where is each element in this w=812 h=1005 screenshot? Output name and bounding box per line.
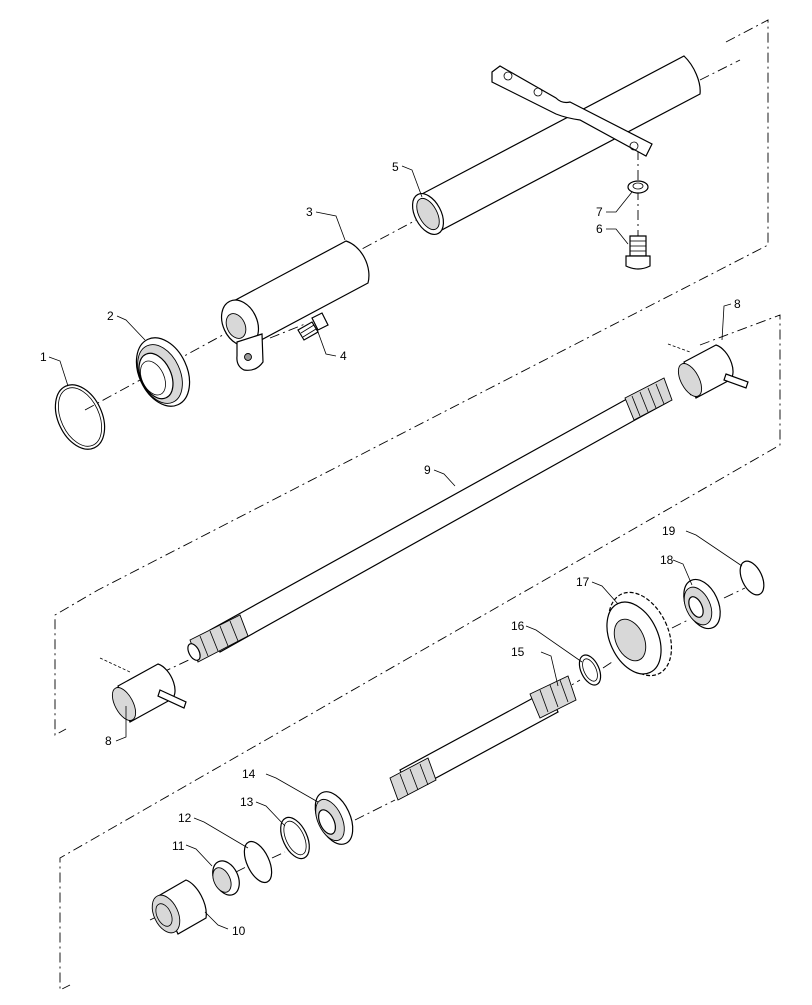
callout-9: 9 [424,463,431,477]
part-8-coupler-bottom [99,657,187,723]
callout-12: 12 [178,811,192,825]
callout-14: 14 [242,767,256,781]
callout-8-top: 8 [734,297,741,311]
callout-3: 3 [306,205,313,219]
part-8-coupler-top [667,343,749,399]
callout-16: 16 [511,619,525,633]
callout-1: 1 [40,350,47,364]
callout-7: 7 [596,205,603,219]
callout-13: 13 [240,795,254,809]
callout-2: 2 [107,309,114,323]
part-15-pinion-shaft [389,675,577,801]
callout-5: 5 [392,160,399,174]
part-3-tube-with-lug [220,240,370,371]
callout-labels: 1 2 3 4 5 6 7 8 8 9 10 11 12 13 14 15 16… [40,160,741,938]
middle-group-frame [59,314,781,991]
part-14-bearing [314,791,354,845]
part-2-seal [135,337,191,407]
part-16-snap-ring [578,654,602,686]
callout-15: 15 [511,645,525,659]
part-1-o-ring [54,384,106,450]
part-10-hub [151,879,207,935]
part-19-snap-ring [739,560,765,596]
part-4-bolt [297,312,329,341]
callout-6: 6 [596,222,603,236]
part-6-bolt [625,235,651,270]
part-18-bearing [683,578,721,630]
part-5-outer-tube [411,55,701,235]
part-11-bushing [212,860,240,896]
callout-19: 19 [662,524,676,538]
part-17-gear [606,591,673,677]
upper-group-frame [54,19,769,736]
callout-17: 17 [576,575,590,589]
callout-18: 18 [660,553,674,567]
leader-lines [48,165,743,930]
part-7-washer [627,180,649,194]
callout-10: 10 [232,924,246,938]
part-12-o-ring [243,840,273,884]
callout-11: 11 [172,839,185,853]
callout-4: 4 [340,349,347,363]
callout-8-bottom: 8 [105,734,112,748]
part-9-splined-shaft [187,377,673,663]
part-13-snap-ring [280,816,310,860]
